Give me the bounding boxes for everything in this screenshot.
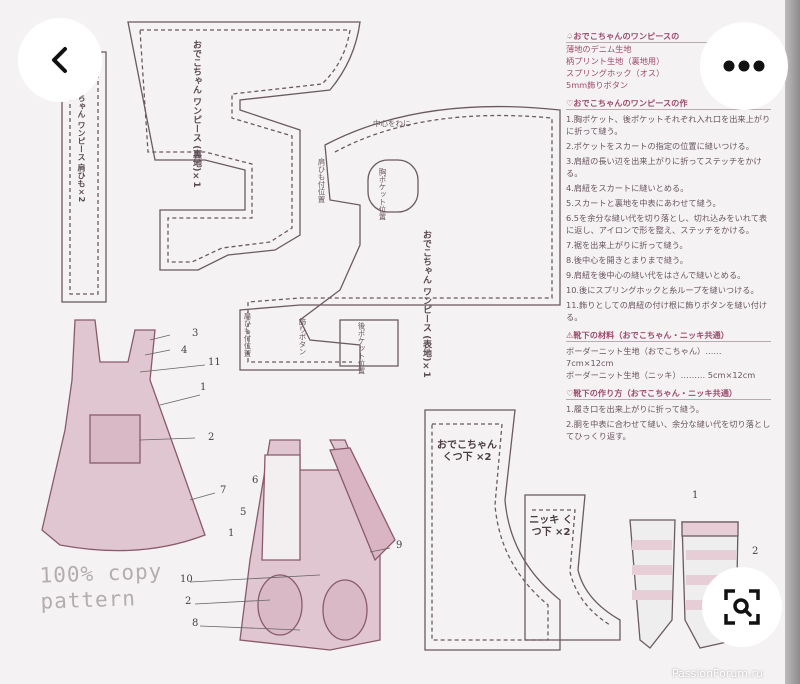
- more-options-button[interactable]: [700, 22, 788, 110]
- howto-title: ♡おでこちゃんのワンピースの作: [566, 97, 771, 110]
- callout-number: 2: [185, 596, 192, 607]
- step: 6.5を余分な縫い代を切り落とし、切れ込みをいれて表に返し、アイロンで形を整え、…: [566, 213, 768, 235]
- sock-odeko-label: おでこちゃん くつ下 ×2: [437, 440, 497, 463]
- fold-mark-label: 中心をわに: [373, 119, 411, 128]
- step: 4.肩紐をスカートに縫いとめる。: [566, 183, 689, 193]
- callout-number: 1: [692, 490, 699, 501]
- callout-number: 6: [252, 475, 259, 486]
- material-item: スプリングホック（オス）: [566, 68, 665, 78]
- socks-material-item: ボーダーニット生地（おでこちゃん）…… 7cm×12cm: [566, 346, 722, 368]
- step: 1.胸ポケット、後ポケットそれぞれ入れ口を出来上がりに折って縫う。: [566, 114, 771, 136]
- step: 5.スカートと裏地を中表にあわせて縫う。: [566, 198, 721, 208]
- callout-number: 8: [192, 618, 199, 629]
- deco-button-label: 飾りボタン: [298, 318, 307, 356]
- callout-number: 9: [396, 540, 403, 551]
- sock-odeko-piece: [424, 409, 561, 651]
- callout-number: 4: [181, 345, 188, 356]
- callout-number: 1: [228, 528, 235, 539]
- copy-pattern-stamp: 100% copy pattern: [39, 559, 163, 614]
- lining-piece-label: おでこちゃん ワンピース (裏地)×1: [191, 40, 201, 188]
- back-button[interactable]: [18, 18, 102, 102]
- callout-number: 10: [180, 574, 193, 585]
- instructions-column: ♤おでこちゃんのワンピースの 薄地のデニム生地 柄プリント生地（裏地用） スプリ…: [566, 30, 771, 442]
- callout-number: 11: [208, 357, 221, 368]
- callout-number: 2: [208, 432, 215, 443]
- strap-piece-label: おでこちゃん ワンピース 肩ひも×2: [77, 70, 86, 203]
- callout-number: 1: [200, 382, 207, 393]
- step: 9.肩紐を後中心の縫い代をはさんで縫いとめる。: [566, 270, 746, 280]
- socks-material-item: ボーダーニット生地（ニッキ）……… 5cm×12cm: [566, 370, 756, 380]
- watermark: PassionForum.ru: [672, 667, 763, 680]
- step: 8.後中心を開きとまりまで縫う。: [566, 255, 688, 265]
- step: 2.ポケットをスカートの指定の位置に縫いつける。: [566, 141, 754, 151]
- socks-materials-title: ⚠靴下の材料（おでこちゃん・ニッキ共通）: [566, 329, 771, 342]
- strap-position-label: 肩ひも付位置: [243, 312, 252, 357]
- socks-howto-title: ♡靴下の作り方（おでこちゃん・ニッキ共通）: [566, 387, 771, 400]
- lining-piece: [127, 21, 361, 271]
- material-item: 5mm飾りボタン: [566, 80, 629, 90]
- sock-nikki-label: ニッキ くつ下 ×2: [529, 515, 573, 538]
- callout-number: 2: [752, 546, 759, 557]
- strap-position-label: 肩ひも付位置: [317, 158, 326, 203]
- page-edge: [785, 0, 800, 684]
- step: 11.飾りとしての肩紐の付け根に飾りボタンを縫い付ける。: [566, 300, 768, 322]
- dress-back-illustration: [239, 439, 396, 651]
- step: 10.後にスプリングホックと糸ループを縫いつける。: [566, 285, 759, 295]
- visual-search-button[interactable]: [702, 567, 782, 647]
- more-horizontal-icon: [723, 60, 765, 72]
- sock-nikki-piece: [524, 494, 621, 641]
- callout-number: 5: [240, 507, 247, 518]
- socks-step: 1.履き口を出来上がりに折って縫う。: [566, 404, 704, 414]
- callout-number: 3: [192, 328, 199, 339]
- callout-number: 7: [220, 485, 227, 496]
- socks-step: 2.胴を中表に合わせて縫い、余分な縫い代を切り落としてひっくり返す。: [566, 419, 771, 441]
- step: 7.裾を出来上がりに折って縫う。: [566, 240, 688, 250]
- material-item: 薄地のデニム生地: [566, 44, 632, 54]
- visual-search-icon: [724, 589, 760, 625]
- outer-piece: [239, 105, 561, 371]
- back-pocket-label: 後ポケット位置: [357, 322, 366, 375]
- chest-pocket-label: 胸ポケット位置: [378, 168, 387, 221]
- step: 3.肩紐の長い辺を出来上がりに折ってステッチをかける。: [566, 156, 762, 178]
- material-item: 柄プリント生地（裏地用）: [566, 56, 665, 66]
- chevron-left-icon: [52, 47, 67, 73]
- dress-front-illustration: [41, 319, 206, 552]
- outer-piece-label: おでこちゃん ワンピース (表地)×1: [421, 230, 431, 378]
- materials-title: ♤おでこちゃんのワンピースの: [566, 30, 771, 43]
